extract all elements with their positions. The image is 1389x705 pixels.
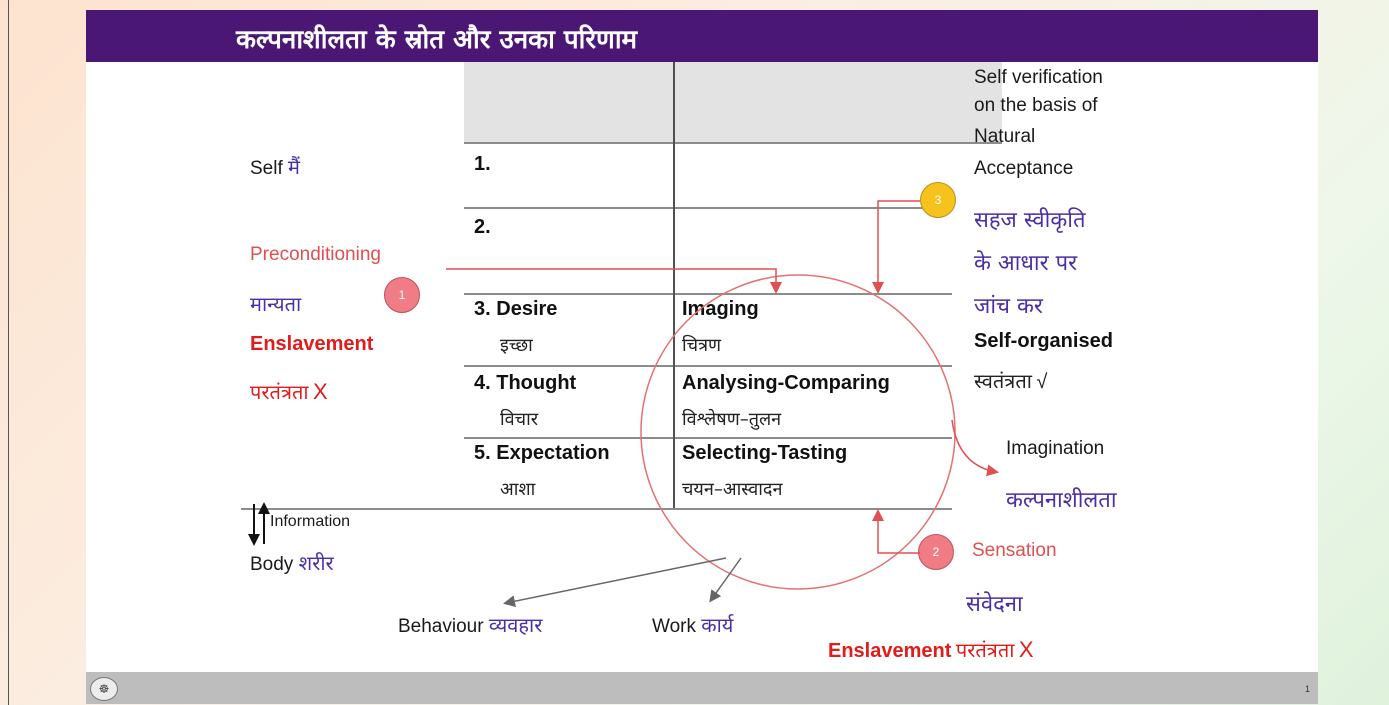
verification-arrow	[872, 200, 920, 294]
sahaj-line-1: सहज स्वीकृति	[974, 208, 1086, 233]
sensation-hindi: संवेदना	[966, 592, 1023, 617]
table-row-divider	[241, 508, 952, 510]
work-hindi: कार्य	[701, 613, 734, 637]
table-row-divider	[464, 142, 1002, 144]
verification-line-1: Self verification	[974, 67, 1103, 88]
right-cross-mark: X	[1018, 637, 1034, 662]
table-header-cell	[464, 62, 1002, 142]
information-arrows	[248, 502, 270, 546]
swatantrata-text: स्वतंत्रता	[974, 369, 1032, 393]
imagination-label: Imagination	[1006, 438, 1105, 459]
row-5-activity-text: Expectation	[496, 442, 610, 464]
table-row-divider	[464, 207, 952, 209]
row-3-activity: 3. Desire	[474, 298, 557, 321]
preconditioning-arrow	[446, 268, 782, 294]
row-3-activity-hindi: इच्छा	[500, 335, 533, 356]
row-5-activity: 5. Expectation	[474, 442, 610, 465]
right-paratantrata-text: परतंत्रता	[955, 638, 1015, 662]
table-row-divider	[464, 365, 952, 367]
right-enslavement-text: Enslavement	[828, 640, 952, 662]
information-label: Information	[270, 513, 351, 530]
body-hindi: शरीर	[298, 551, 334, 575]
self-hindi: मैं	[288, 155, 300, 179]
cross-mark: X	[313, 379, 328, 404]
row-4-activity-text: Thought	[496, 372, 577, 394]
sensation-arrow	[872, 509, 920, 554]
window-frame-edge	[8, 0, 9, 705]
table-row-divider	[464, 293, 952, 295]
row-5-activity-hindi: आशा	[500, 479, 536, 500]
manyata-label: मान्यता	[250, 292, 302, 316]
sahaj-line-2: के आधार पर	[974, 251, 1078, 276]
body-text: Body	[250, 554, 294, 575]
verification-line-4: Acceptance	[974, 158, 1074, 179]
work-text: Work	[652, 616, 696, 637]
enslavement-label: Enslavement	[250, 333, 374, 355]
behaviour-text: Behaviour	[398, 616, 484, 637]
preconditioning-label: Preconditioning	[250, 244, 381, 265]
behaviour-label: Behaviour व्यवहार	[398, 611, 542, 638]
paratantrata-text: परतंत्रता	[250, 380, 309, 404]
self-label: Self मैं	[250, 153, 300, 180]
row-2-number: 2.	[474, 216, 491, 238]
imagination-hindi: कल्पनाशीलता	[1006, 488, 1117, 513]
slide-header: कल्पनाशीलता के स्रोत और उनका परिणाम	[86, 10, 1318, 62]
badge-one: 1	[384, 277, 420, 313]
work-arrow	[709, 557, 742, 603]
process-circle	[640, 274, 956, 590]
work-label: Work कार्य	[652, 611, 733, 638]
imagination-arrow	[951, 419, 999, 477]
row-4-activity-hindi: विचार	[500, 409, 539, 430]
swatantrata-label: स्वतंत्रता √	[974, 367, 1047, 394]
sahaj-line-3: जांच कर	[974, 294, 1043, 319]
row-3-process-hindi: चित्रण	[682, 335, 722, 356]
row-4-process-hindi: विश्लेषण–तुलन	[682, 409, 782, 430]
row-3-process: Imaging	[682, 298, 759, 320]
verification-line-2: on the basis of	[974, 95, 1098, 116]
body-label: Body शरीर	[250, 549, 334, 576]
verification-line-3: Natural	[974, 126, 1036, 147]
behaviour-arrow	[503, 557, 727, 608]
badge-two: 2	[918, 534, 954, 570]
row-5-process: Selecting-Tasting	[682, 442, 848, 464]
row-1-number: 1.	[474, 153, 491, 175]
footer-bar	[86, 672, 1318, 704]
behaviour-hindi: व्यवहार	[488, 613, 543, 637]
row-5-process-hindi: चयन–आस्वादन	[682, 479, 783, 500]
check-mark: √	[1036, 371, 1048, 393]
badge-three: 3	[920, 182, 956, 218]
row-4-activity: 4. Thought	[474, 372, 576, 395]
page-number: 1	[1304, 684, 1310, 694]
slide: कल्पनाशीलता के स्रोत और उनका परिणाम Self…	[86, 10, 1318, 704]
logo-icon: ☸	[90, 677, 118, 701]
row-3-activity-text: Desire	[496, 298, 558, 320]
self-organised-label: Self-organised	[974, 330, 1113, 352]
row-4-number: 4.	[474, 372, 491, 394]
self-text: Self	[250, 158, 283, 179]
right-enslavement-label: Enslavement परतंत्रता X	[828, 636, 1034, 663]
row-5-number: 5.	[474, 442, 491, 464]
row-3-number: 3.	[474, 298, 491, 320]
sensation-label: Sensation	[972, 540, 1057, 561]
table-column-divider	[673, 62, 675, 508]
slide-title: कल्पनाशीलता के स्रोत और उनका परिणाम	[236, 25, 638, 55]
paratantrata-label: परतंत्रता X	[250, 378, 328, 405]
row-4-process: Analysing-Comparing	[682, 372, 890, 394]
table-row-divider	[464, 437, 952, 439]
